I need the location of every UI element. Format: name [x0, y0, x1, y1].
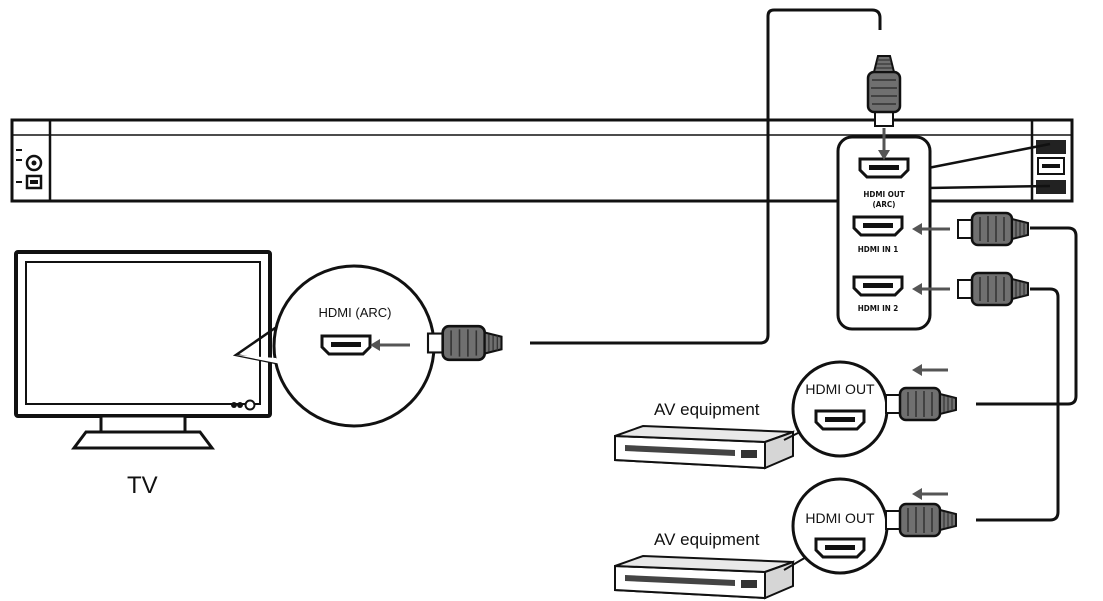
tv-port-label: HDMI (ARC): [319, 305, 392, 320]
av-equipment-2-port-label: HDMI OUT: [805, 510, 875, 526]
arrow-from-av-1-icon: [912, 364, 948, 376]
arrow-into-hdmi-in-1-icon: [912, 223, 950, 235]
soundbar-left-panel-icon: [16, 149, 43, 190]
av-equipment-2-label: AV equipment: [654, 530, 760, 549]
av-equipment-2-plug-icon: [884, 502, 958, 538]
tv-icon: [14, 250, 272, 450]
hdmi-in-1-port-label: HDMI IN 1: [858, 245, 899, 254]
av-equipment-1-callout: [783, 360, 889, 458]
tv-label: TV: [127, 472, 158, 499]
arrow-into-tv-port-icon: [370, 339, 410, 351]
hdmi-in-1-cable: [976, 226, 1078, 406]
hdmi-out-arc-port-label-2: (ARC): [873, 200, 896, 209]
tv-hdmi-arc-port-icon: [320, 334, 372, 356]
hdmi-in-2-plug-icon: [956, 271, 1030, 307]
av-equipment-1-plug-icon: [884, 386, 958, 422]
hdmi-in-1-port-icon: [852, 215, 904, 237]
av-equipment-2-callout: [783, 477, 889, 575]
av-equipment-2-hdmi-out-port-icon: [814, 537, 866, 559]
av-equipment-1-port-label: HDMI OUT: [805, 381, 875, 397]
arrow-into-hdmi-out-icon: [878, 128, 890, 160]
soundbar-right-port-panel-icon: [1036, 140, 1066, 194]
av-equipment-1-icon: [614, 425, 794, 469]
hdmi-out-arc-port-label-1: HDMI OUT: [863, 190, 904, 199]
av-equipment-2-icon: [614, 555, 794, 599]
tv-cable-plug-icon: [426, 324, 503, 362]
hdmi-in-2-port-icon: [852, 275, 904, 297]
hdmi-in-2-cable: [976, 287, 1060, 522]
hdmi-in-1-plug-icon: [956, 211, 1030, 247]
arrow-into-hdmi-in-2-icon: [912, 283, 950, 295]
hdmi-in-2-port-label: HDMI IN 2: [858, 304, 899, 313]
arc-cable-top-plug-icon: [866, 54, 902, 128]
hdmi-out-arc-port-icon: [858, 157, 910, 179]
av-equipment-1-hdmi-out-port-icon: [814, 409, 866, 431]
arc-cable: [530, 8, 882, 345]
arrow-from-av-2-icon: [912, 488, 948, 500]
av-equipment-1-label: AV equipment: [654, 400, 760, 419]
